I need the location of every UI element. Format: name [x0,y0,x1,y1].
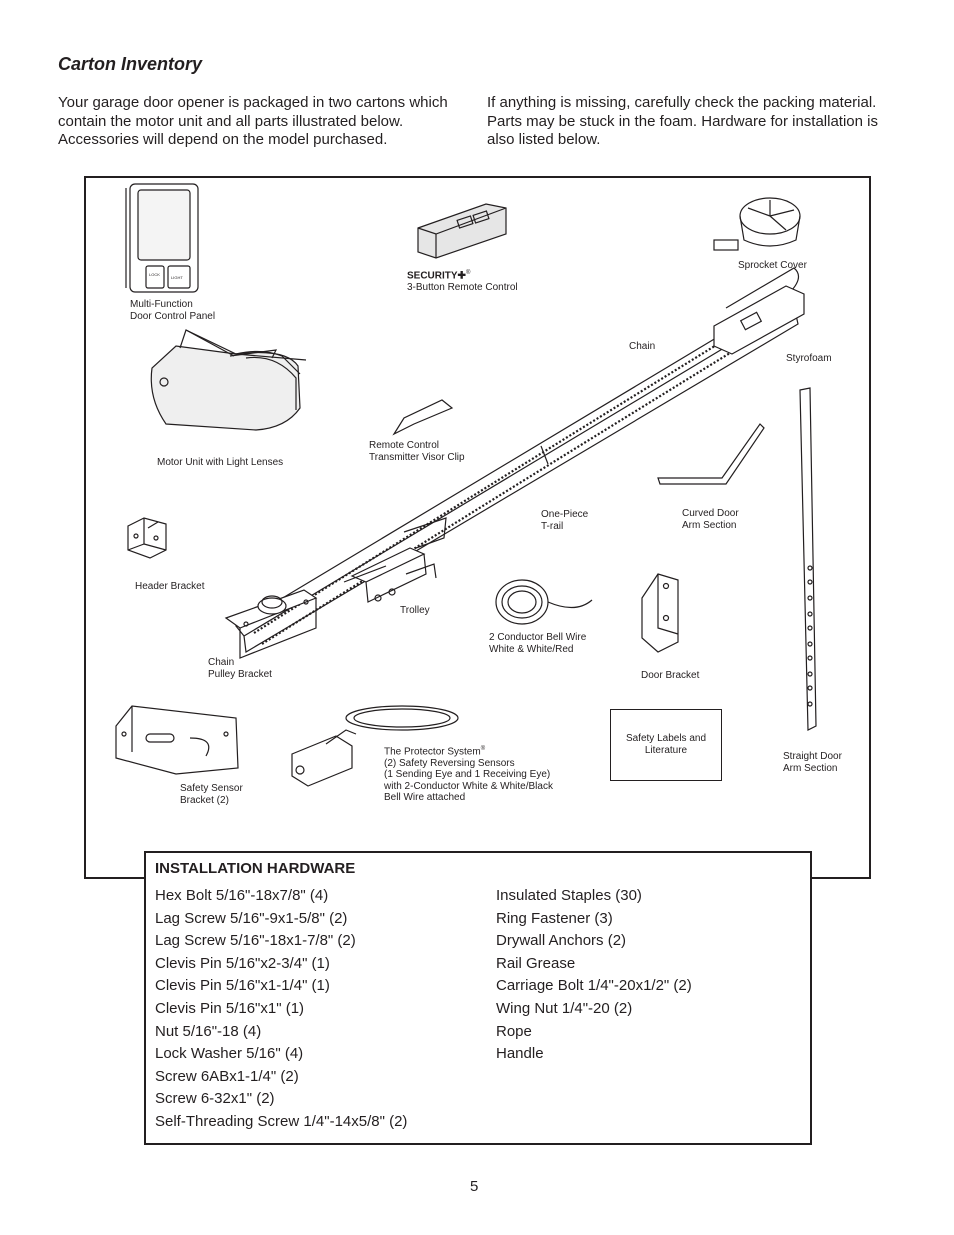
hardware-item: Lag Screw 5/16"-18x1-7/8" (2) [155,932,356,950]
t-rail-label: One-Piece T-rail [541,509,589,532]
lock-button-label: LOCK [149,272,160,277]
safety-sensor-bracket-label: Safety Sensor Bracket (2) [180,783,243,806]
motor-unit-label: Motor Unit with Light Lenses [157,457,284,468]
visor-clip-drawing [392,399,454,436]
hardware-item: Insulated Staples (30) [496,887,642,904]
bell-wire-label: 2 Conductor Bell Wire White & White/Red [489,632,587,655]
remote-control-label: SECURITY✚® 3-Button Remote Control [407,270,518,293]
bell-wire-coil-drawing [495,579,593,625]
header-bracket-drawing [127,517,167,559]
protector-system-label: The Protector System® (2) Safety Reversi… [384,746,553,804]
trolley-drawing [343,517,447,603]
intro-left-paragraph: Your garage door opener is packaged in t… [58,94,448,148]
styrofoam-label: Styrofoam [786,353,832,364]
hardware-item: Lock Washer 5/16" (4) [155,1045,304,1063]
control-panel-label: Multi-Function Door Control Panel [130,299,216,322]
door-control-panel-drawing: LOCK LIGHT [125,183,199,293]
straight-door-arm-drawing [799,387,817,731]
hardware-item: Clevis Pin 5/16"x1" (1) [155,999,305,1017]
hardware-list-column-2: Insulated Staples (30) Ring Fastener (3)… [496,885,692,1066]
sprocket-cover-label: Sprocket Cover [738,260,807,271]
protector-sensors-drawing [291,705,459,787]
hardware-item: Nut 5/16"-18 (4) [155,1022,262,1040]
hardware-item: Handle [496,1045,544,1063]
safety-sensor-bracket-drawing [115,705,239,775]
hardware-item: Clevis Pin 5/16"x1-1/4" (1) [155,977,330,995]
chain-label: Chain [629,341,656,352]
carton-illustration-frame: LOCK LIGHT [84,176,871,879]
hardware-item: Rope [496,1022,532,1040]
intro-right-paragraph: If anything is missing, carefully check … [487,94,878,148]
curved-door-arm-drawing [657,423,765,485]
curved-door-arm-label: Curved Door Arm Section [682,508,739,531]
door-bracket-label: Door Bracket [641,670,700,681]
hardware-item: Drywall Anchors (2) [496,932,627,950]
visor-clip-label: Remote Control Transmitter Visor Clip [369,440,465,463]
sprocket-cover-drawing [713,197,801,251]
light-button-label: LIGHT [171,275,183,280]
page-number: 5 [470,1178,479,1195]
page-title: Carton Inventory [58,54,203,74]
straight-door-arm-label: Straight Door Arm Section [783,751,842,774]
hardware-list-column-1: Hex Bolt 5/16"-18x7/8" (4) Lag Screw 5/1… [155,885,407,1134]
motor-unit-drawing [150,329,307,431]
hardware-item: Clevis Pin 5/16"x2-3/4" (1) [155,954,330,972]
hardware-title: INSTALLATION HARDWARE [155,860,356,877]
safety-labels-box: Safety Labels and Literature [610,709,722,781]
hardware-item: Hex Bolt 5/16"-18x7/8" (4) [155,887,329,904]
hardware-item: Screw 6ABx1-1/4" (2) [155,1067,299,1085]
chain-pulley-bracket-label: Chain Pulley Bracket [208,657,272,680]
installation-hardware-box: INSTALLATION HARDWARE Hex Bolt 5/16"-18x… [144,851,812,1145]
remote-control-drawing [417,203,507,259]
hardware-item: Self-Threading Screw 1/4"-14x5/8" (2) [155,1112,408,1130]
trolley-label: Trolley [400,605,430,616]
hardware-item: Wing Nut 1/4"-20 (2) [496,999,633,1017]
hardware-item: Screw 6-32x1" (2) [155,1090,275,1108]
door-bracket-drawing [641,573,679,653]
hardware-item: Carriage Bolt 1/4"-20x1/2" (2) [496,977,692,995]
header-bracket-label: Header Bracket [135,581,205,592]
hardware-item: Ring Fastener (3) [496,909,613,927]
styrofoam-drawing [713,285,805,355]
hardware-item: Lag Screw 5/16"-9x1-5/8" (2) [155,909,348,927]
hardware-item: Rail Grease [496,954,576,972]
parts-illustration: LOCK LIGHT [115,183,817,787]
chain-pulley-bracket-drawing [224,589,318,659]
